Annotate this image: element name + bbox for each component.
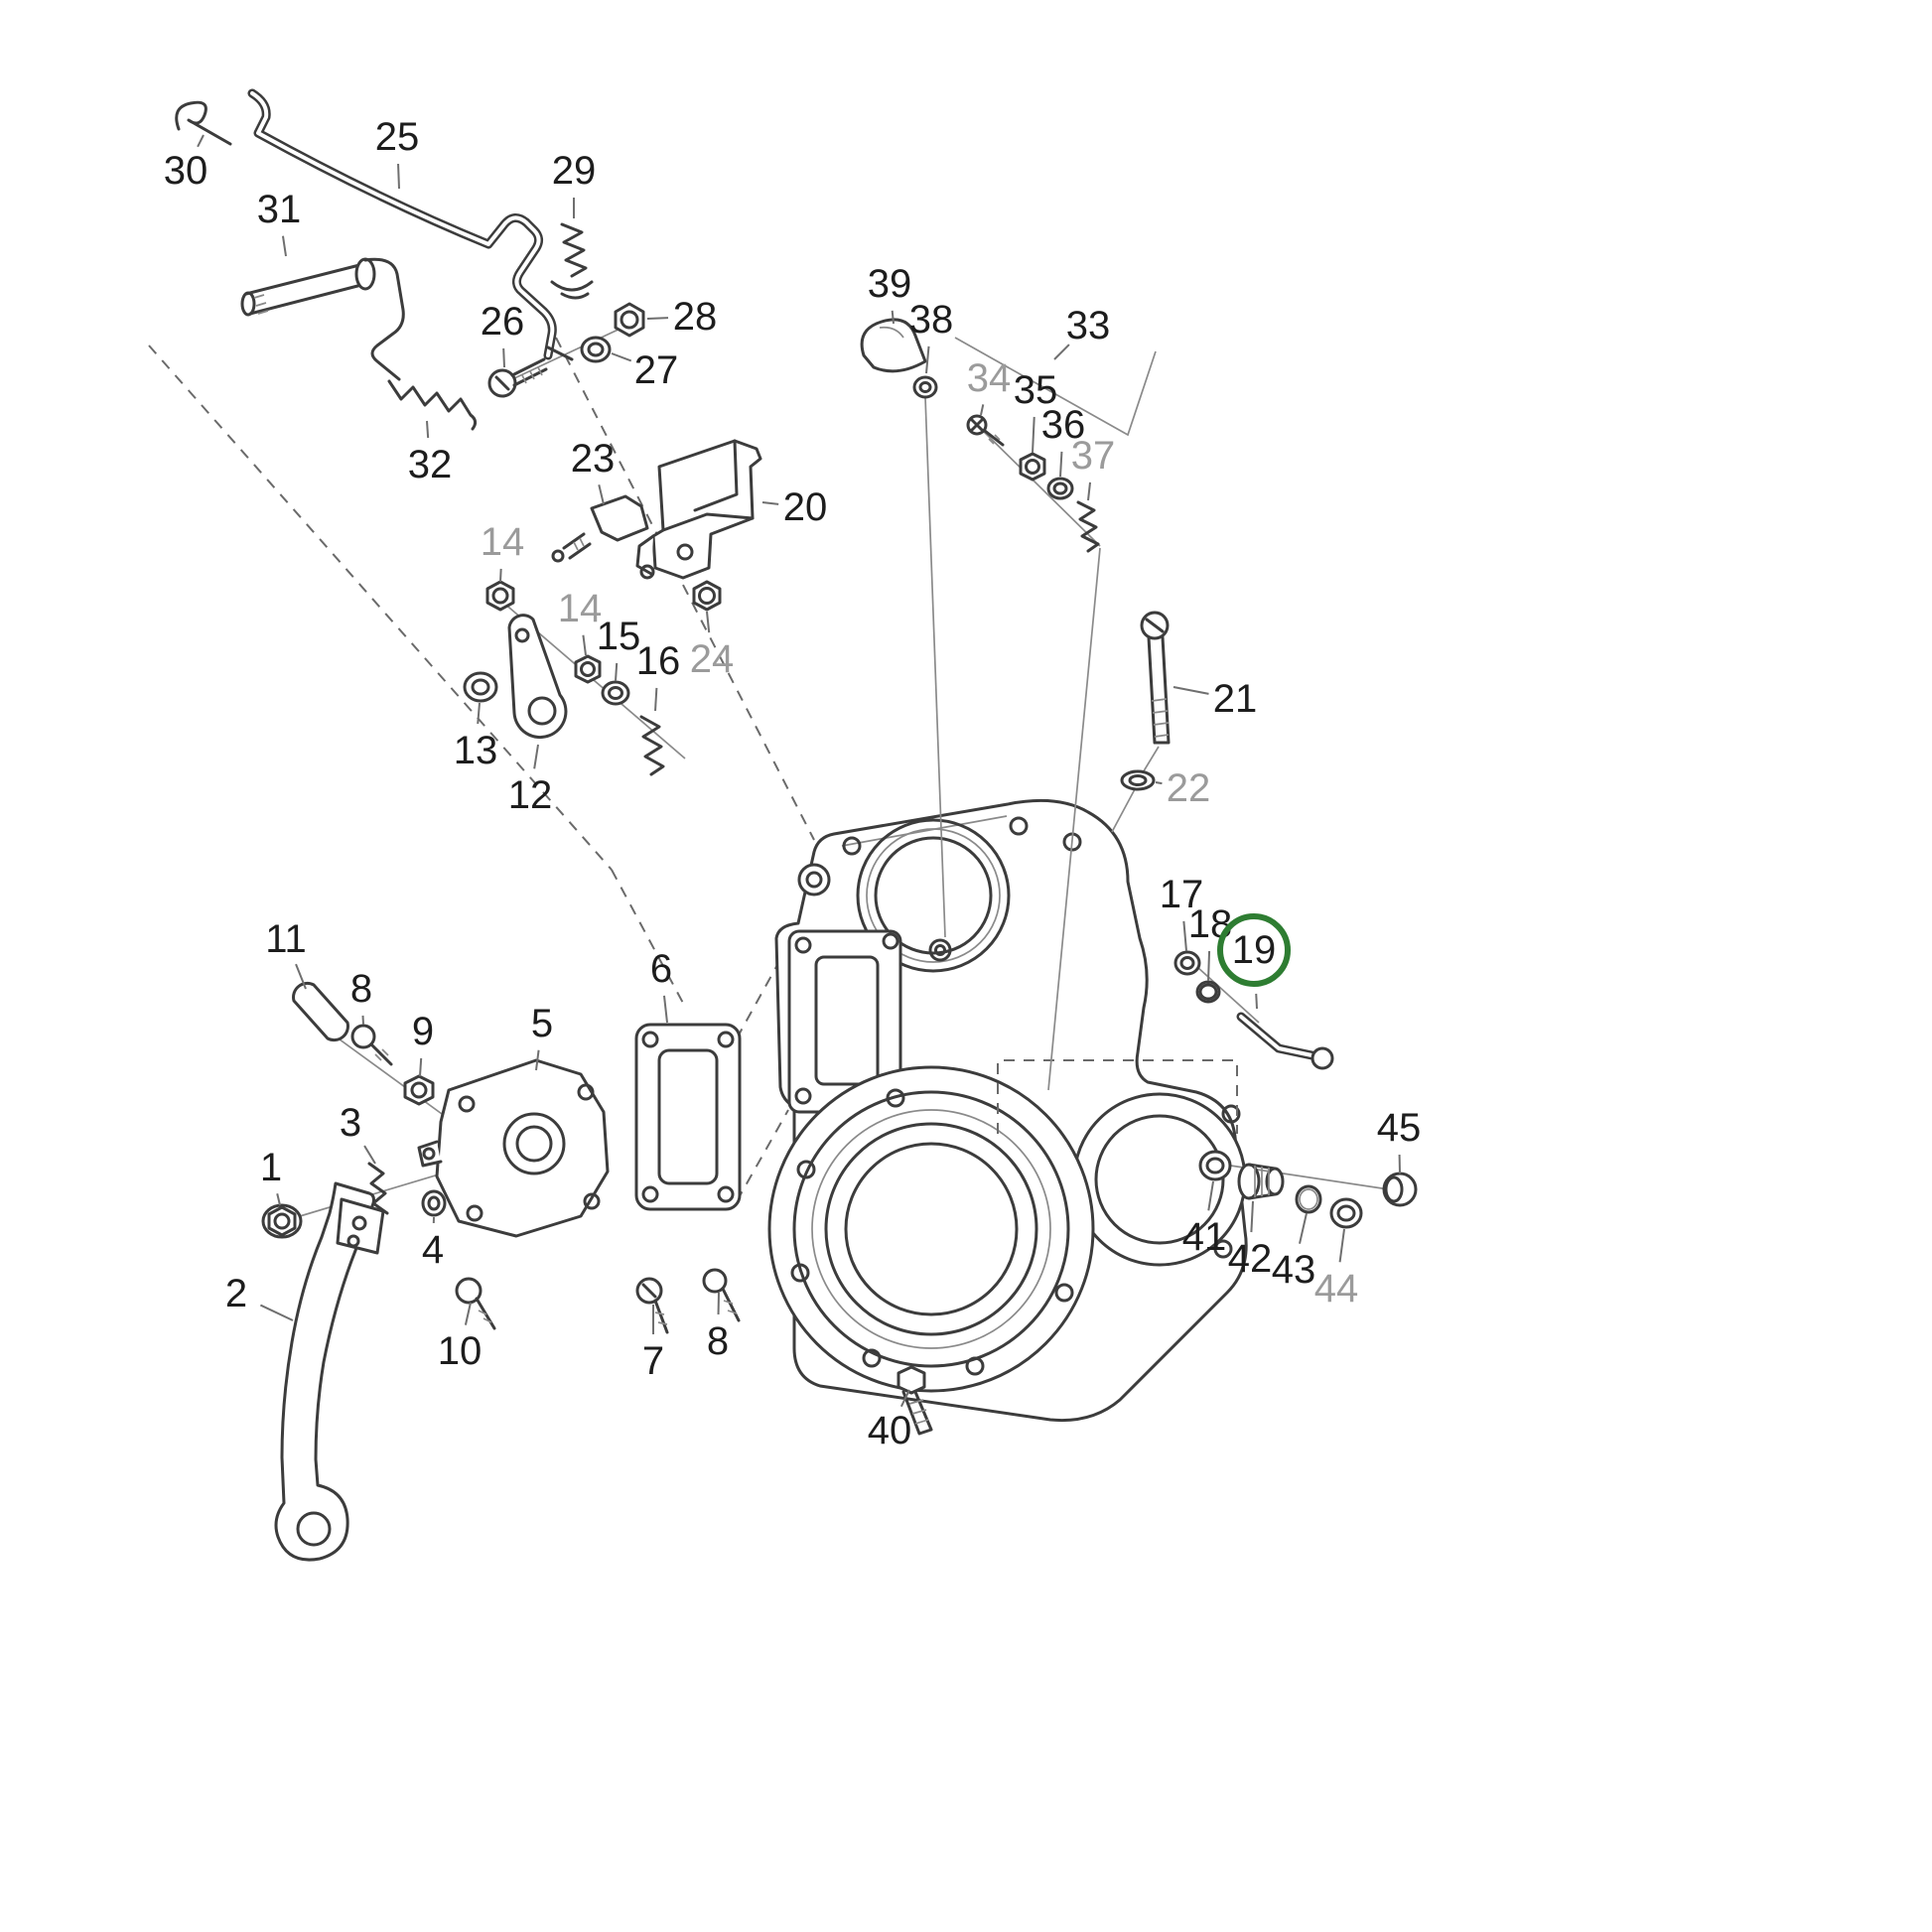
part-21-bolt: [1140, 611, 1171, 745]
part-label-6[interactable]: 6: [649, 947, 673, 991]
part-label-8-b[interactable]: 8: [706, 1319, 730, 1363]
part-label-37[interactable]: 37: [1070, 434, 1116, 478]
part-label-32[interactable]: 32: [407, 443, 453, 486]
part-label-26[interactable]: 26: [480, 300, 525, 344]
part-label-16[interactable]: 16: [635, 639, 681, 683]
part-24-nut: [692, 580, 722, 612]
part-label-2[interactable]: 2: [224, 1272, 248, 1315]
part-label-34[interactable]: 34: [966, 356, 1012, 400]
part-28-nut: [614, 302, 645, 338]
part-label-35[interactable]: 35: [1013, 368, 1058, 412]
part-40-bolt: [897, 1365, 933, 1436]
part-label-27[interactable]: 27: [633, 348, 679, 392]
part-label-12[interactable]: 12: [507, 773, 553, 817]
part-label-4[interactable]: 4: [421, 1228, 445, 1272]
part-18-oring: [1195, 980, 1221, 1004]
part-38-washer: [912, 375, 938, 399]
part-label-25[interactable]: 25: [374, 115, 420, 159]
highlight-ring: [1217, 913, 1291, 987]
part-label-28[interactable]: 28: [672, 295, 718, 339]
part-label-42[interactable]: 42: [1227, 1237, 1273, 1281]
part-36-washer: [1046, 477, 1074, 500]
part-label-41[interactable]: 41: [1181, 1215, 1227, 1259]
part-label-45[interactable]: 45: [1376, 1106, 1422, 1150]
part-8a-bolt: [350, 1024, 393, 1066]
part-11-pin: [292, 981, 349, 1042]
part-17-washer: [1173, 950, 1201, 976]
part-label-11[interactable]: 11: [265, 917, 307, 961]
part-26-bolt: [487, 357, 548, 398]
part-12-lever-plate: [507, 614, 568, 740]
part-39-plug: [860, 318, 927, 373]
part-45-cap: [1382, 1172, 1418, 1207]
part-43-oring: [1295, 1184, 1322, 1214]
part-1-nut: [261, 1203, 303, 1239]
part-label-40[interactable]: 40: [867, 1409, 912, 1452]
part-label-24[interactable]: 24: [689, 637, 735, 681]
part-label-22[interactable]: 22: [1166, 766, 1211, 810]
part-32-spring: [387, 379, 478, 431]
part-label-13[interactable]: 13: [453, 729, 498, 772]
part-13-washer: [463, 671, 498, 703]
part-label-14-b[interactable]: 14: [557, 587, 603, 630]
part-label-21[interactable]: 21: [1212, 677, 1258, 721]
part-label-30[interactable]: 30: [163, 149, 208, 193]
part-41-seal: [1198, 1150, 1232, 1181]
part-label-23[interactable]: 23: [570, 437, 616, 481]
part-label-7[interactable]: 7: [641, 1339, 665, 1383]
part-label-15[interactable]: 15: [596, 615, 641, 658]
part-29-spring: [550, 222, 594, 300]
part-14b-nut: [574, 654, 602, 684]
part-30-cotter-pin: [175, 100, 232, 146]
part-10-bolt: [455, 1277, 496, 1330]
part-23-switch: [551, 494, 649, 563]
part-15-washer: [601, 680, 630, 706]
part-label-31[interactable]: 31: [256, 188, 302, 231]
part-label-33[interactable]: 33: [1065, 304, 1111, 347]
part-5-bracket: [417, 1058, 610, 1238]
part-label-39[interactable]: 39: [867, 262, 912, 306]
part-label-19[interactable]: 19: [1231, 928, 1277, 972]
part-25-rod: [247, 88, 574, 361]
part-label-36[interactable]: 36: [1040, 403, 1086, 447]
gearbox-housing: [767, 798, 1248, 1423]
part-35-nut: [1019, 452, 1046, 482]
part-42-plug: [1237, 1163, 1285, 1200]
part-label-38[interactable]: 38: [908, 298, 954, 342]
part-34-screw: [966, 414, 1005, 447]
part-6-gasket: [634, 1023, 742, 1211]
part-27-washer: [580, 336, 612, 363]
group-bracket-33: [954, 337, 1157, 547]
part-label-17[interactable]: 17: [1159, 873, 1204, 916]
part-37-spring: [1076, 500, 1100, 553]
part-31-shaft-lever: [240, 257, 405, 381]
part-44-bushing: [1329, 1197, 1363, 1229]
part-20-bracket: [635, 439, 762, 580]
part-3-spring: [367, 1162, 389, 1215]
part-label-8-a[interactable]: 8: [349, 967, 373, 1011]
part-label-5[interactable]: 5: [530, 1002, 554, 1045]
part-label-14-a[interactable]: 14: [480, 520, 525, 564]
part-22-washer: [1120, 769, 1156, 791]
part-8b-bolt: [702, 1268, 741, 1322]
part-label-43[interactable]: 43: [1271, 1248, 1316, 1292]
part-7-bolt: [635, 1277, 669, 1334]
part-14a-nut: [485, 580, 515, 612]
part-label-20[interactable]: 20: [782, 485, 828, 529]
part-label-29[interactable]: 29: [551, 149, 597, 193]
part-4-washer: [421, 1189, 447, 1217]
part-16-spring: [639, 715, 665, 776]
part-2-lever: [274, 1181, 385, 1562]
part-label-3[interactable]: 3: [339, 1101, 362, 1145]
part-label-1[interactable]: 1: [259, 1146, 283, 1189]
part-9-nut: [403, 1074, 435, 1106]
part-label-10[interactable]: 10: [437, 1329, 483, 1373]
part-label-9[interactable]: 9: [411, 1010, 435, 1053]
part-label-44[interactable]: 44: [1313, 1267, 1359, 1311]
part-19-lever: [1236, 1012, 1334, 1070]
